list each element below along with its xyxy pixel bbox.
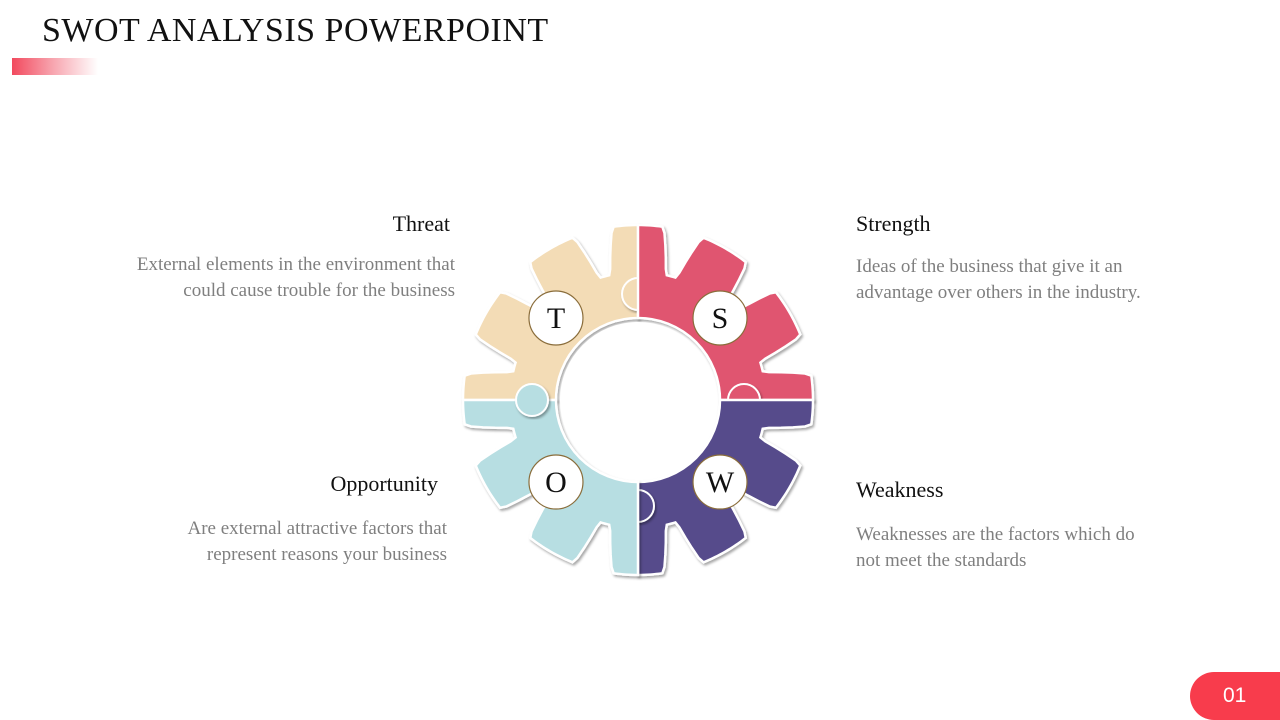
threat-description: External elements in the environment tha… (136, 254, 455, 301)
opportunity-description: Are external attractive factors that rep… (187, 518, 447, 565)
gear-center-hole (560, 322, 716, 478)
opportunity-puzzle-knob (515, 383, 549, 417)
opportunity-badge-letter: O (545, 466, 567, 499)
opportunity-badge-circle (528, 454, 584, 510)
weakness-letter-badge: W (692, 454, 748, 510)
strength-badge-circle (692, 290, 748, 346)
strength-badge-letter: S (712, 302, 729, 335)
weakness-description: Weaknesses are the factors which do not … (856, 524, 1135, 571)
page-number-badge: 01 (1190, 672, 1280, 720)
slide-title: SWOT ANALYSIS POWERPOINT (42, 12, 549, 49)
weakness-badge-circle (692, 454, 748, 510)
threat-label: Threat (392, 211, 450, 236)
strength-description: Ideas of the business that give it an ad… (856, 256, 1141, 303)
opportunity-letter-badge: O (528, 454, 584, 510)
threat-badge-letter: T (547, 302, 565, 335)
title-accent-bar (12, 58, 98, 75)
strength-label: Strength (856, 211, 931, 236)
strength-letter-badge: S (692, 290, 748, 346)
opportunity-label: Opportunity (330, 471, 438, 496)
threat-letter-badge: T (528, 290, 584, 346)
threat-badge-circle (528, 290, 584, 346)
swot-gear-svg: T S W O (461, 223, 815, 577)
swot-gear-diagram: T S W O (440, 200, 840, 600)
weakness-label: Weakness (856, 477, 944, 502)
weakness-badge-letter: W (706, 466, 735, 499)
